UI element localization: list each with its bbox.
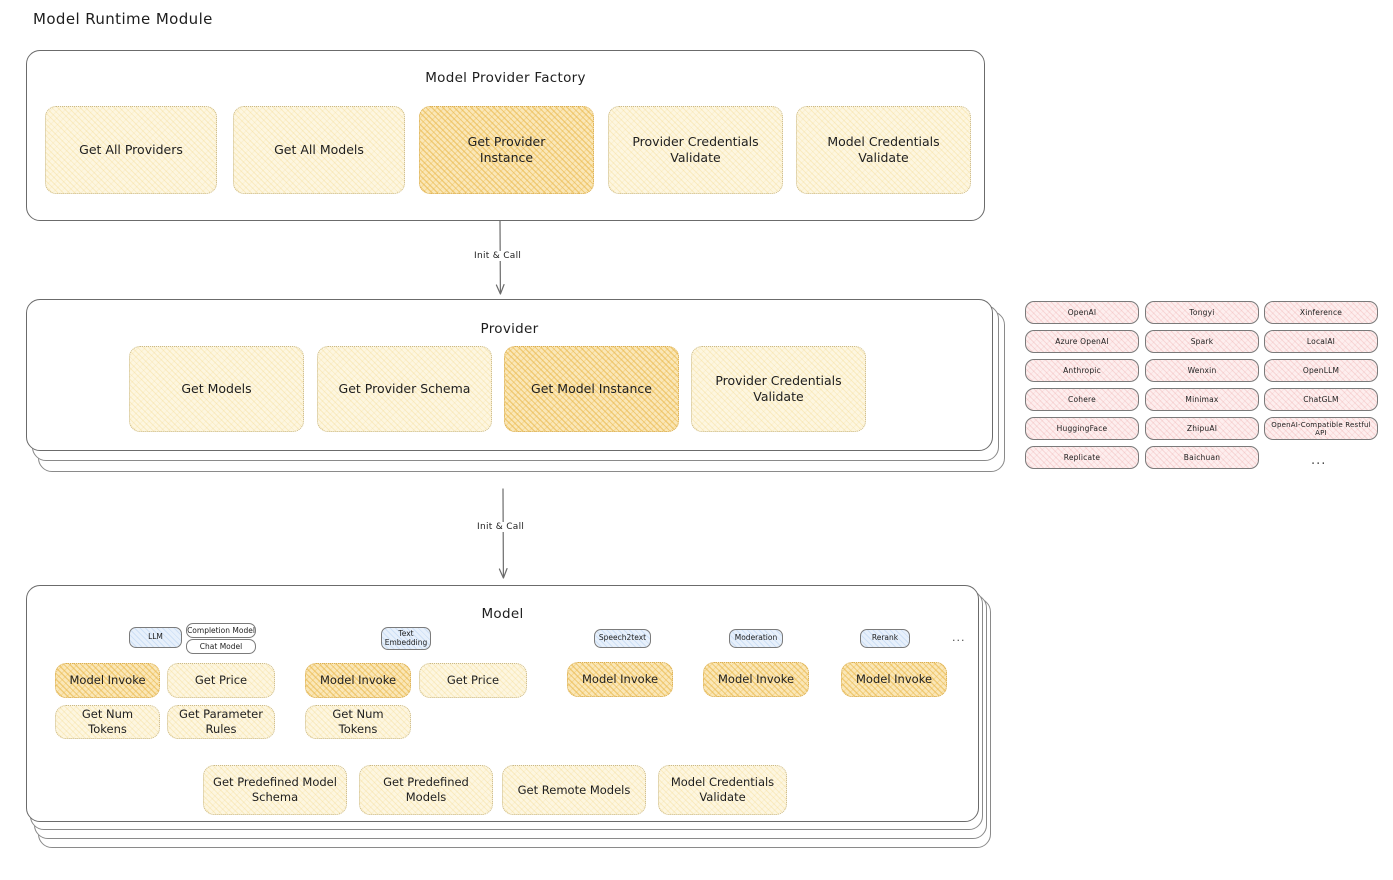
text-embedding-method-model-invoke[interactable]: Model Invoke [305,663,411,698]
provider-title: Provider [480,321,539,337]
factory-title: Model Provider Factory [425,70,586,86]
provider-chip-xinference[interactable]: Xinference [1264,301,1378,324]
model-subtype-chip-chat-model[interactable]: Chat Model [186,639,256,654]
provider-chip-huggingface[interactable]: HuggingFace [1025,417,1139,440]
provider-chip-chatglm[interactable]: ChatGLM [1264,388,1378,411]
arrow-factory-to-provider [495,220,505,295]
arrow-provider-to-model [498,488,508,579]
provider-chip-openai-compatible-restful-api[interactable]: OpenAI-Compatible Restful API [1264,417,1378,440]
llm-method-model-invoke[interactable]: Model Invoke [55,663,160,698]
model-shared-model-credentials-validate[interactable]: Model Credentials Validate [658,765,787,815]
llm-method-get-parameter-rules[interactable]: Get Parameter Rules [167,705,275,739]
model-shared-get-predefined-models[interactable]: Get Predefined Models [359,765,493,815]
rerank-method-model-invoke[interactable]: Model Invoke [841,662,947,697]
text-embedding-method-get-num-tokens[interactable]: Get Num Tokens [305,705,411,739]
provider-chip-openllm[interactable]: OpenLLM [1264,359,1378,382]
factory-node-get-all-models[interactable]: Get All Models [233,106,405,194]
model-type-chip-speech2text[interactable]: Speech2text [594,629,651,648]
factory-node-get-all-providers[interactable]: Get All Providers [45,106,217,194]
provider-chip-wenxin[interactable]: Wenxin [1145,359,1259,382]
provider-node-get-provider-schema[interactable]: Get Provider Schema [317,346,492,432]
moderation-method-model-invoke[interactable]: Model Invoke [703,662,809,697]
provider-chip-replicate[interactable]: Replicate [1025,446,1139,469]
provider-chip-localai[interactable]: LocalAI [1264,330,1378,353]
arrow-factory-to-provider-label: Init & Call [470,251,526,261]
provider-chip-zhipuai[interactable]: ZhipuAI [1145,417,1259,440]
model-type-chip-text-embedding[interactable]: Text Embedding [381,627,431,650]
provider-chip-azure-openai[interactable]: Azure OpenAI [1025,330,1139,353]
provider-node-provider-credentials-validate[interactable]: Provider Credentials Validate [691,346,866,432]
factory-node-provider-credentials-validate[interactable]: Provider Credentials Validate [608,106,783,194]
provider-node-get-model-instance[interactable]: Get Model Instance [504,346,679,432]
model-type-chip-rerank[interactable]: Rerank [860,629,910,648]
model-shared-get-remote-models[interactable]: Get Remote Models [502,765,646,815]
provider-chip-spark[interactable]: Spark [1145,330,1259,353]
provider-chip-minimax[interactable]: Minimax [1145,388,1259,411]
llm-method-get-price[interactable]: Get Price [167,663,275,698]
model-types-more-ellipsis: ... [952,631,966,644]
speech2text-method-model-invoke[interactable]: Model Invoke [567,662,673,697]
provider-chip-openai[interactable]: OpenAI [1025,301,1139,324]
llm-method-get-num-tokens[interactable]: Get Num Tokens [55,705,160,739]
factory-node-get-provider-instance[interactable]: Get Provider Instance [419,106,594,194]
provider-chip-tongyi[interactable]: Tongyi [1145,301,1259,324]
model-subtype-chip-completion-model[interactable]: Completion Model [186,623,256,638]
provider-list-more-ellipsis: ... [1311,453,1327,468]
text-embedding-method-get-price[interactable]: Get Price [419,663,527,698]
provider-chip-cohere[interactable]: Cohere [1025,388,1139,411]
provider-chip-anthropic[interactable]: Anthropic [1025,359,1139,382]
model-title: Model [481,606,524,622]
page-title: Model Runtime Module [33,10,213,28]
arrow-provider-to-model-label: Init & Call [473,522,529,532]
provider-node-get-models[interactable]: Get Models [129,346,304,432]
model-type-chip-llm[interactable]: LLM [129,627,182,648]
model-type-chip-moderation[interactable]: Moderation [729,629,783,648]
provider-chip-baichuan[interactable]: Baichuan [1145,446,1259,469]
factory-node-model-credentials-validate[interactable]: Model Credentials Validate [796,106,971,194]
model-shared-get-predefined-model-schema[interactable]: Get Predefined Model Schema [203,765,347,815]
